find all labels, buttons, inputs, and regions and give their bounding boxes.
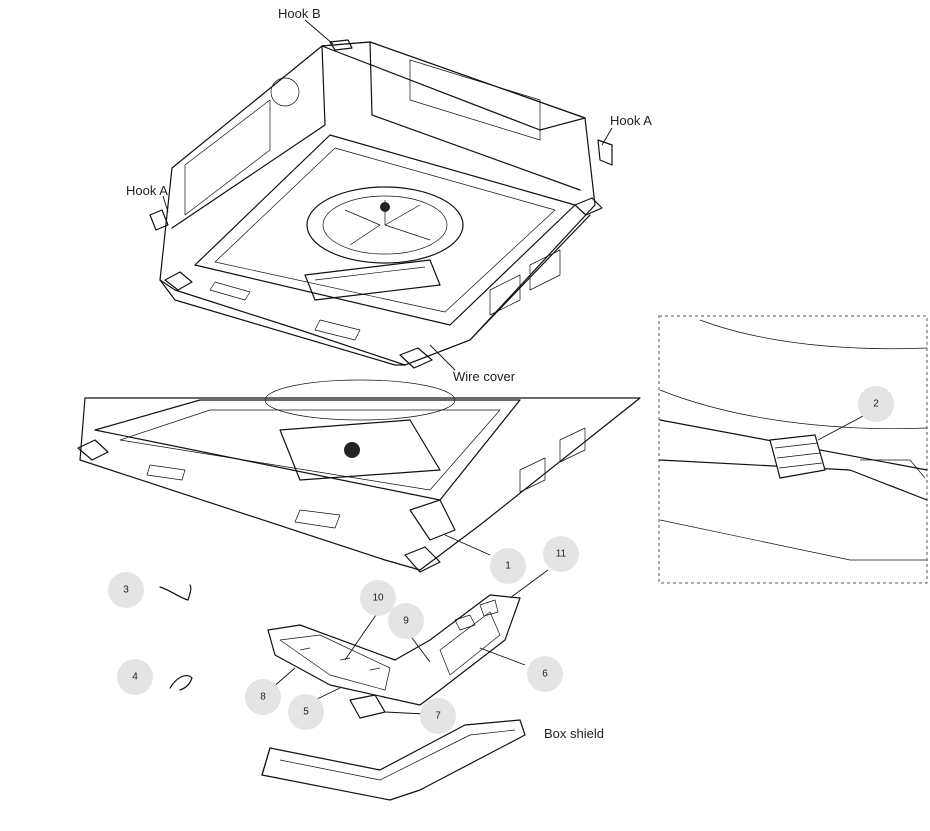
callout-5: 5 (288, 694, 324, 730)
callout-9: 9 (388, 603, 424, 639)
label-hook-b: Hook B (278, 6, 321, 21)
svg-text:1: 1 (505, 561, 511, 572)
detail-inset (658, 315, 928, 584)
svg-text:6: 6 (542, 669, 548, 680)
svg-text:9: 9 (403, 616, 409, 627)
callout-3: 3 (108, 572, 144, 608)
label-wire-cover: Wire cover (453, 369, 516, 384)
cassette-unit-top (149, 39, 613, 369)
callout-4: 4 (117, 659, 153, 695)
svg-text:2: 2 (873, 399, 879, 410)
svg-text:5: 5 (303, 707, 309, 718)
label-box-shield: Box shield (544, 726, 604, 741)
part-4-cable (169, 675, 193, 691)
svg-text:10: 10 (372, 593, 384, 604)
label-hook-a-left: Hook A (126, 183, 168, 198)
svg-text:11: 11 (556, 549, 567, 560)
callout-6: 6 (527, 656, 563, 692)
cassette-unit-cutaway (77, 379, 641, 573)
callout-2: 2 (858, 386, 894, 422)
callout-8: 8 (245, 679, 281, 715)
callout-10: 10 (360, 580, 396, 616)
box-shield (261, 719, 526, 801)
part-3-cable (159, 584, 192, 601)
control-box-assembly (267, 594, 521, 706)
callout-7: 7 (420, 698, 456, 734)
part-7-plate (349, 694, 386, 719)
callout-11: 11 (543, 536, 579, 572)
svg-text:3: 3 (123, 585, 129, 596)
svg-text:7: 7 (435, 711, 441, 722)
svg-text:8: 8 (260, 692, 266, 703)
label-hook-a-right: Hook A (610, 113, 652, 128)
callout-1: 1 (490, 548, 526, 584)
svg-text:4: 4 (132, 672, 138, 683)
